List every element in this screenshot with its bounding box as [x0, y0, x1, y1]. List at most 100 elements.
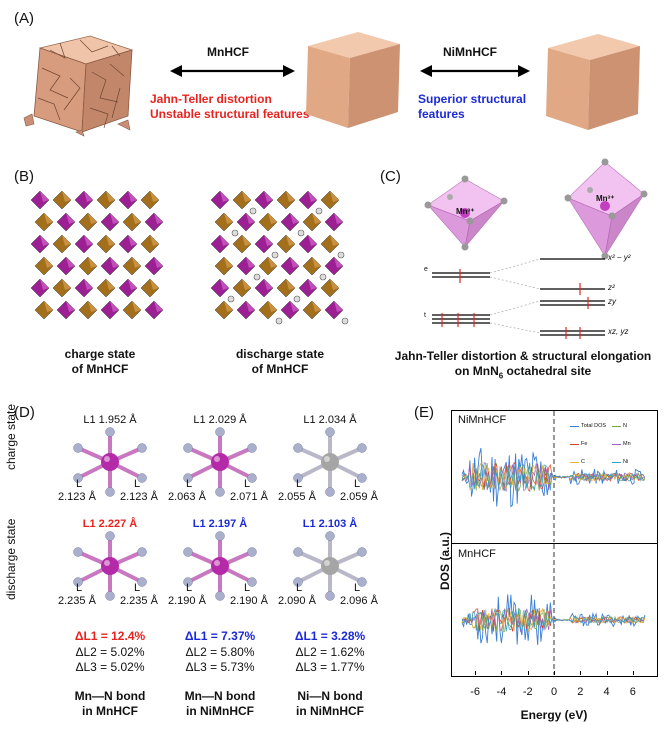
level-z2: z²	[608, 283, 615, 292]
delta-l1: ΔL1 = 12.4%	[74, 629, 146, 643]
dos-series-line	[461, 607, 646, 632]
octahedron-unit	[96, 278, 116, 298]
charge-l2-length: 2.055 Å	[278, 491, 316, 503]
octahedral-molecule	[183, 427, 257, 497]
delta-l2: ΔL2 = 1.62%	[295, 645, 365, 659]
discharge-caption-2: of MnHCF	[251, 362, 309, 376]
dos-xlabel: Energy (eV)	[520, 708, 588, 722]
octahedron-unit	[214, 212, 234, 232]
legend-label: Total DOS	[581, 423, 607, 429]
dos-series-line	[461, 462, 646, 492]
superior-note-1: Superior structural	[418, 92, 527, 106]
legend-item: C	[570, 459, 612, 466]
octahedron-unit	[232, 190, 252, 210]
unstable-note: Unstable structural features	[150, 107, 310, 121]
legend-swatch	[612, 444, 621, 445]
charge-l3-symbol: L	[134, 478, 141, 490]
octahedron-unit	[78, 256, 98, 276]
octahedron-unit	[254, 234, 274, 254]
bond-type: Mn—N bond	[184, 689, 256, 703]
discharge-caption-1: discharge state	[235, 347, 325, 361]
octahedron-unit	[96, 190, 116, 210]
charge-l2-symbol: L	[186, 478, 193, 490]
octahedron-unit	[30, 234, 50, 254]
t2g-label: t	[424, 312, 426, 319]
dos-ylabel: DOS (a.u.)	[438, 531, 452, 590]
level-zy: zy	[608, 297, 616, 306]
octahedron-unit	[78, 300, 98, 320]
legend-label: Mn	[623, 441, 631, 447]
octahedron-unit	[324, 256, 344, 276]
legend-swatch	[612, 426, 621, 427]
ion-site	[249, 207, 257, 215]
octahedron-unit	[144, 212, 164, 232]
legend-label: Fe	[581, 441, 588, 447]
octahedron-unit	[56, 256, 76, 276]
legend-label: N	[623, 423, 627, 429]
octahedron-unit	[258, 256, 278, 276]
ion-site	[319, 273, 327, 281]
octahedron-unit	[52, 234, 72, 254]
ion-site	[253, 273, 261, 281]
delta-l1: ΔL1 = 3.28%	[294, 629, 366, 643]
octahedron-unit	[74, 234, 94, 254]
octahedron-unit	[34, 256, 54, 276]
discharge-l3-symbol: L	[134, 582, 141, 594]
octahedron-unit	[302, 212, 322, 232]
ion-site	[315, 207, 323, 215]
octahedron-unit	[302, 300, 322, 320]
fractured-cube	[23, 35, 134, 137]
octahedron-unit	[56, 300, 76, 320]
octahedral-molecule	[293, 531, 367, 601]
octahedron-unit	[298, 190, 318, 210]
legend-item: Total DOS	[570, 423, 612, 430]
x-tick-label: 4	[603, 686, 610, 698]
regular-octahedron	[424, 175, 508, 251]
x-tick-mark	[606, 671, 608, 675]
octahedron-unit	[324, 212, 344, 232]
octahedron-unit	[140, 278, 160, 298]
legend-swatch	[570, 444, 579, 445]
x-tick-label: -2	[522, 686, 533, 698]
dos-bottom-curves	[461, 544, 646, 675]
octahedron-unit	[100, 256, 120, 276]
discharge-l3-symbol: L	[354, 582, 361, 594]
panel-c-caption-1: Jahn-Teller distortion & structural elon…	[394, 349, 652, 363]
row-label-discharge: discharge state	[4, 518, 18, 600]
ion-site	[231, 229, 239, 237]
octahedron-unit	[276, 278, 296, 298]
x-tick-mark	[475, 671, 477, 675]
octahedron-unit	[74, 278, 94, 298]
bond-type: Ni—N bond	[297, 689, 363, 703]
dos-top-curves	[461, 411, 646, 542]
panel-c-caption-2: on MnN6 octahedral site	[454, 364, 592, 381]
ion-site	[227, 295, 235, 303]
x-tick-mark	[632, 671, 634, 675]
charge-l2-symbol: L	[296, 478, 303, 490]
mnhcf-arrow-label: MnHCF	[207, 45, 249, 59]
octahedron-unit	[144, 300, 164, 320]
x-tick-label: 6	[629, 686, 636, 698]
octahedron-unit	[214, 256, 234, 276]
nimnhcf-double-arrow	[420, 65, 530, 77]
level-x2y2: x² − y²	[608, 253, 631, 262]
octahedron-unit	[254, 190, 274, 210]
discharge-l2-length: 2.190 Å	[168, 595, 206, 607]
octahedron-unit	[30, 190, 50, 210]
octahedron-unit	[140, 234, 160, 254]
charge-l1-length: L1 2.029 Å	[193, 414, 247, 426]
octahedron-unit	[232, 234, 252, 254]
legend-label: C	[581, 459, 585, 465]
discharge-l2-length: 2.090 Å	[278, 595, 316, 607]
legend-swatch	[570, 462, 579, 463]
octahedron-unit	[276, 234, 296, 254]
octahedron-unit	[74, 190, 94, 210]
discharge-l1-length: L1 2.227 Å	[82, 518, 138, 530]
level-xzyz: xz, yz	[608, 327, 629, 336]
ion-site	[297, 229, 305, 237]
ion-site	[275, 317, 283, 325]
panel-b-label: (B)	[14, 168, 34, 185]
octahedron-unit	[298, 278, 318, 298]
octahedron-unit	[320, 190, 340, 210]
